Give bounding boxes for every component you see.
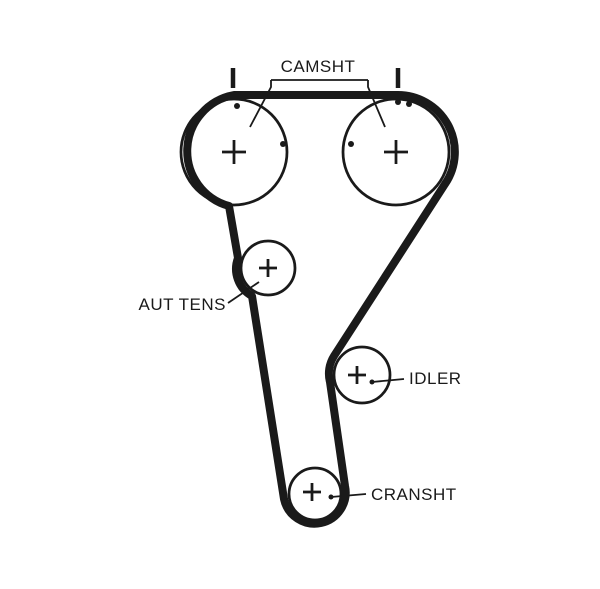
plus-mark-camshaft-right [384,140,408,164]
timing-dot-cam-right-side [348,141,354,147]
label-tensioner: AUT TENS [139,295,226,314]
plus-marks [222,140,408,501]
crank-pointer-line [330,493,367,498]
plus-mark-crankshaft [303,483,321,501]
timing-dot-cam-left-top [234,103,240,109]
pointer-lines [227,79,405,498]
timing-ticks [230,68,401,88]
timing-dot-cam-right-top-2 [406,101,412,107]
labels: CAMSHT AUT TENS IDLER CRANSHT [139,57,462,504]
label-camshaft: CAMSHT [281,57,356,76]
timing-dot-cam-left-side [280,141,286,147]
plus-mark-idler [348,366,366,384]
crankshaft-pulley [287,466,343,522]
label-idler: IDLER [409,369,462,388]
plus-mark-camshaft-left [222,140,246,164]
plus-mark-tensioner [259,259,277,277]
label-crankshaft: CRANSHT [371,485,457,504]
idler-pointer-line [371,378,405,383]
camshaft-bracket [249,79,386,128]
tensioner-pointer-line [227,281,260,304]
timing-dot-cam-right-top-1 [395,99,401,105]
timing-belt [183,90,459,528]
